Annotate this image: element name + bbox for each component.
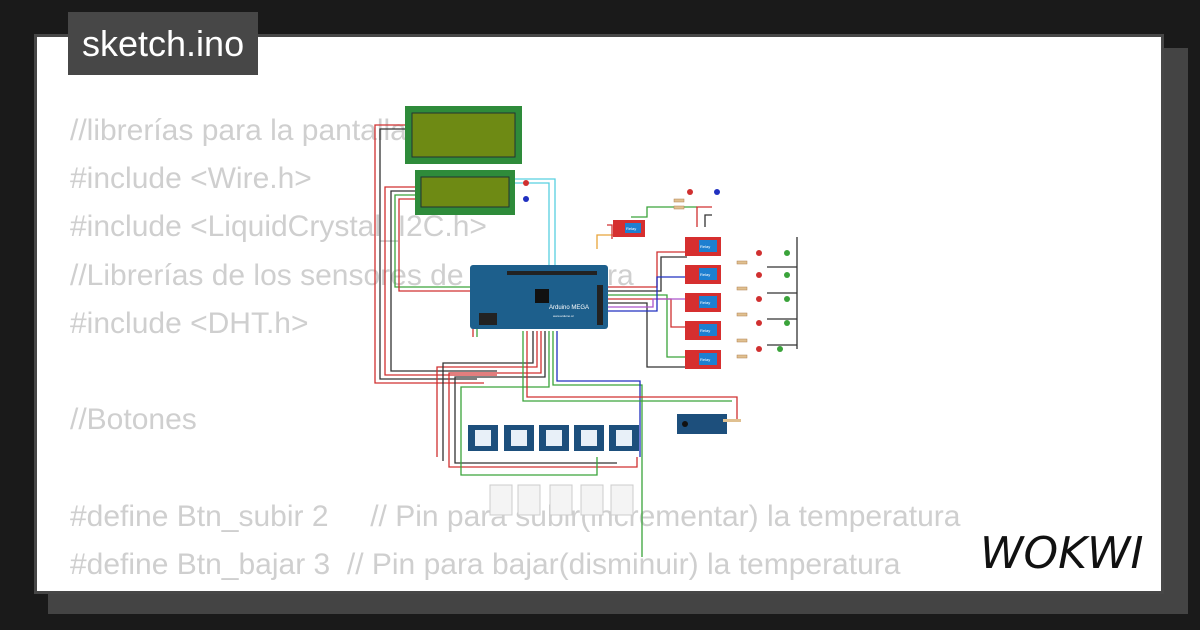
code-line: //Botones (70, 403, 197, 437)
svg-text:Relay: Relay (700, 357, 710, 362)
dht-sensors (489, 484, 634, 516)
lcd-display-2 (415, 170, 515, 215)
relay-module-2: Relay (685, 265, 721, 284)
red-led-icon (756, 272, 762, 278)
blue-led-icon (714, 189, 720, 195)
arduino-mega-board: Arduino MEGA www.arduino.cc (470, 265, 608, 329)
red-led-icon (756, 296, 762, 302)
red-led-icon (756, 250, 762, 256)
svg-text:Relay: Relay (700, 244, 710, 249)
board-label: Arduino MEGA (549, 305, 589, 311)
red-led-icon (756, 320, 762, 326)
red-button-icon (523, 180, 529, 186)
code-line: //librerías para la pantalla (70, 114, 407, 147)
relay-module-top: Relay (613, 220, 645, 237)
code-line: #include <DHT.h> (70, 306, 309, 340)
preview-card: //librerías para la pantalla #include <W… (34, 34, 1164, 594)
green-led-icon (784, 320, 790, 326)
wokwi-logo: WOKWI (980, 528, 1143, 578)
svg-text:WOKWI: WOKWI (980, 528, 1143, 578)
filename-tab: sketch.ino (68, 12, 259, 75)
red-led-icon (756, 346, 762, 352)
green-led-icon (784, 250, 790, 256)
red-led-icon (687, 189, 693, 195)
led-group (687, 189, 790, 352)
code-preview: //librerías para la pantalla #include <W… (70, 107, 960, 589)
push-buttons (468, 425, 639, 451)
svg-text:Relay: Relay (700, 272, 710, 277)
relay-module-5: Relay (685, 350, 721, 369)
code-line: #include <Wire.h> (70, 162, 312, 196)
relay-module-1: Relay (685, 237, 721, 256)
green-led-icon (784, 272, 790, 278)
circuit-diagram: Arduino MEGA www.arduino.cc Relay Relay … (374, 106, 798, 557)
relay-module-4: Relay (685, 321, 721, 340)
resistors (673, 198, 748, 359)
svg-text:Relay: Relay (700, 328, 710, 333)
lcd-display-1 (405, 106, 522, 164)
svg-text:Relay: Relay (700, 300, 710, 305)
svg-text:Relay: Relay (626, 226, 636, 231)
green-led-icon (784, 296, 790, 302)
relay-module-3: Relay (685, 293, 721, 312)
board-sublabel: www.arduino.cc (553, 314, 575, 318)
sensor-module (677, 414, 741, 434)
code-line: #include <LiquidCrystal_I2C.h> (70, 210, 487, 244)
code-line: #define Btn_bajar 3 // Pin para bajar(di… (70, 547, 901, 581)
green-led-icon (777, 346, 783, 352)
blue-button-icon (523, 196, 529, 202)
